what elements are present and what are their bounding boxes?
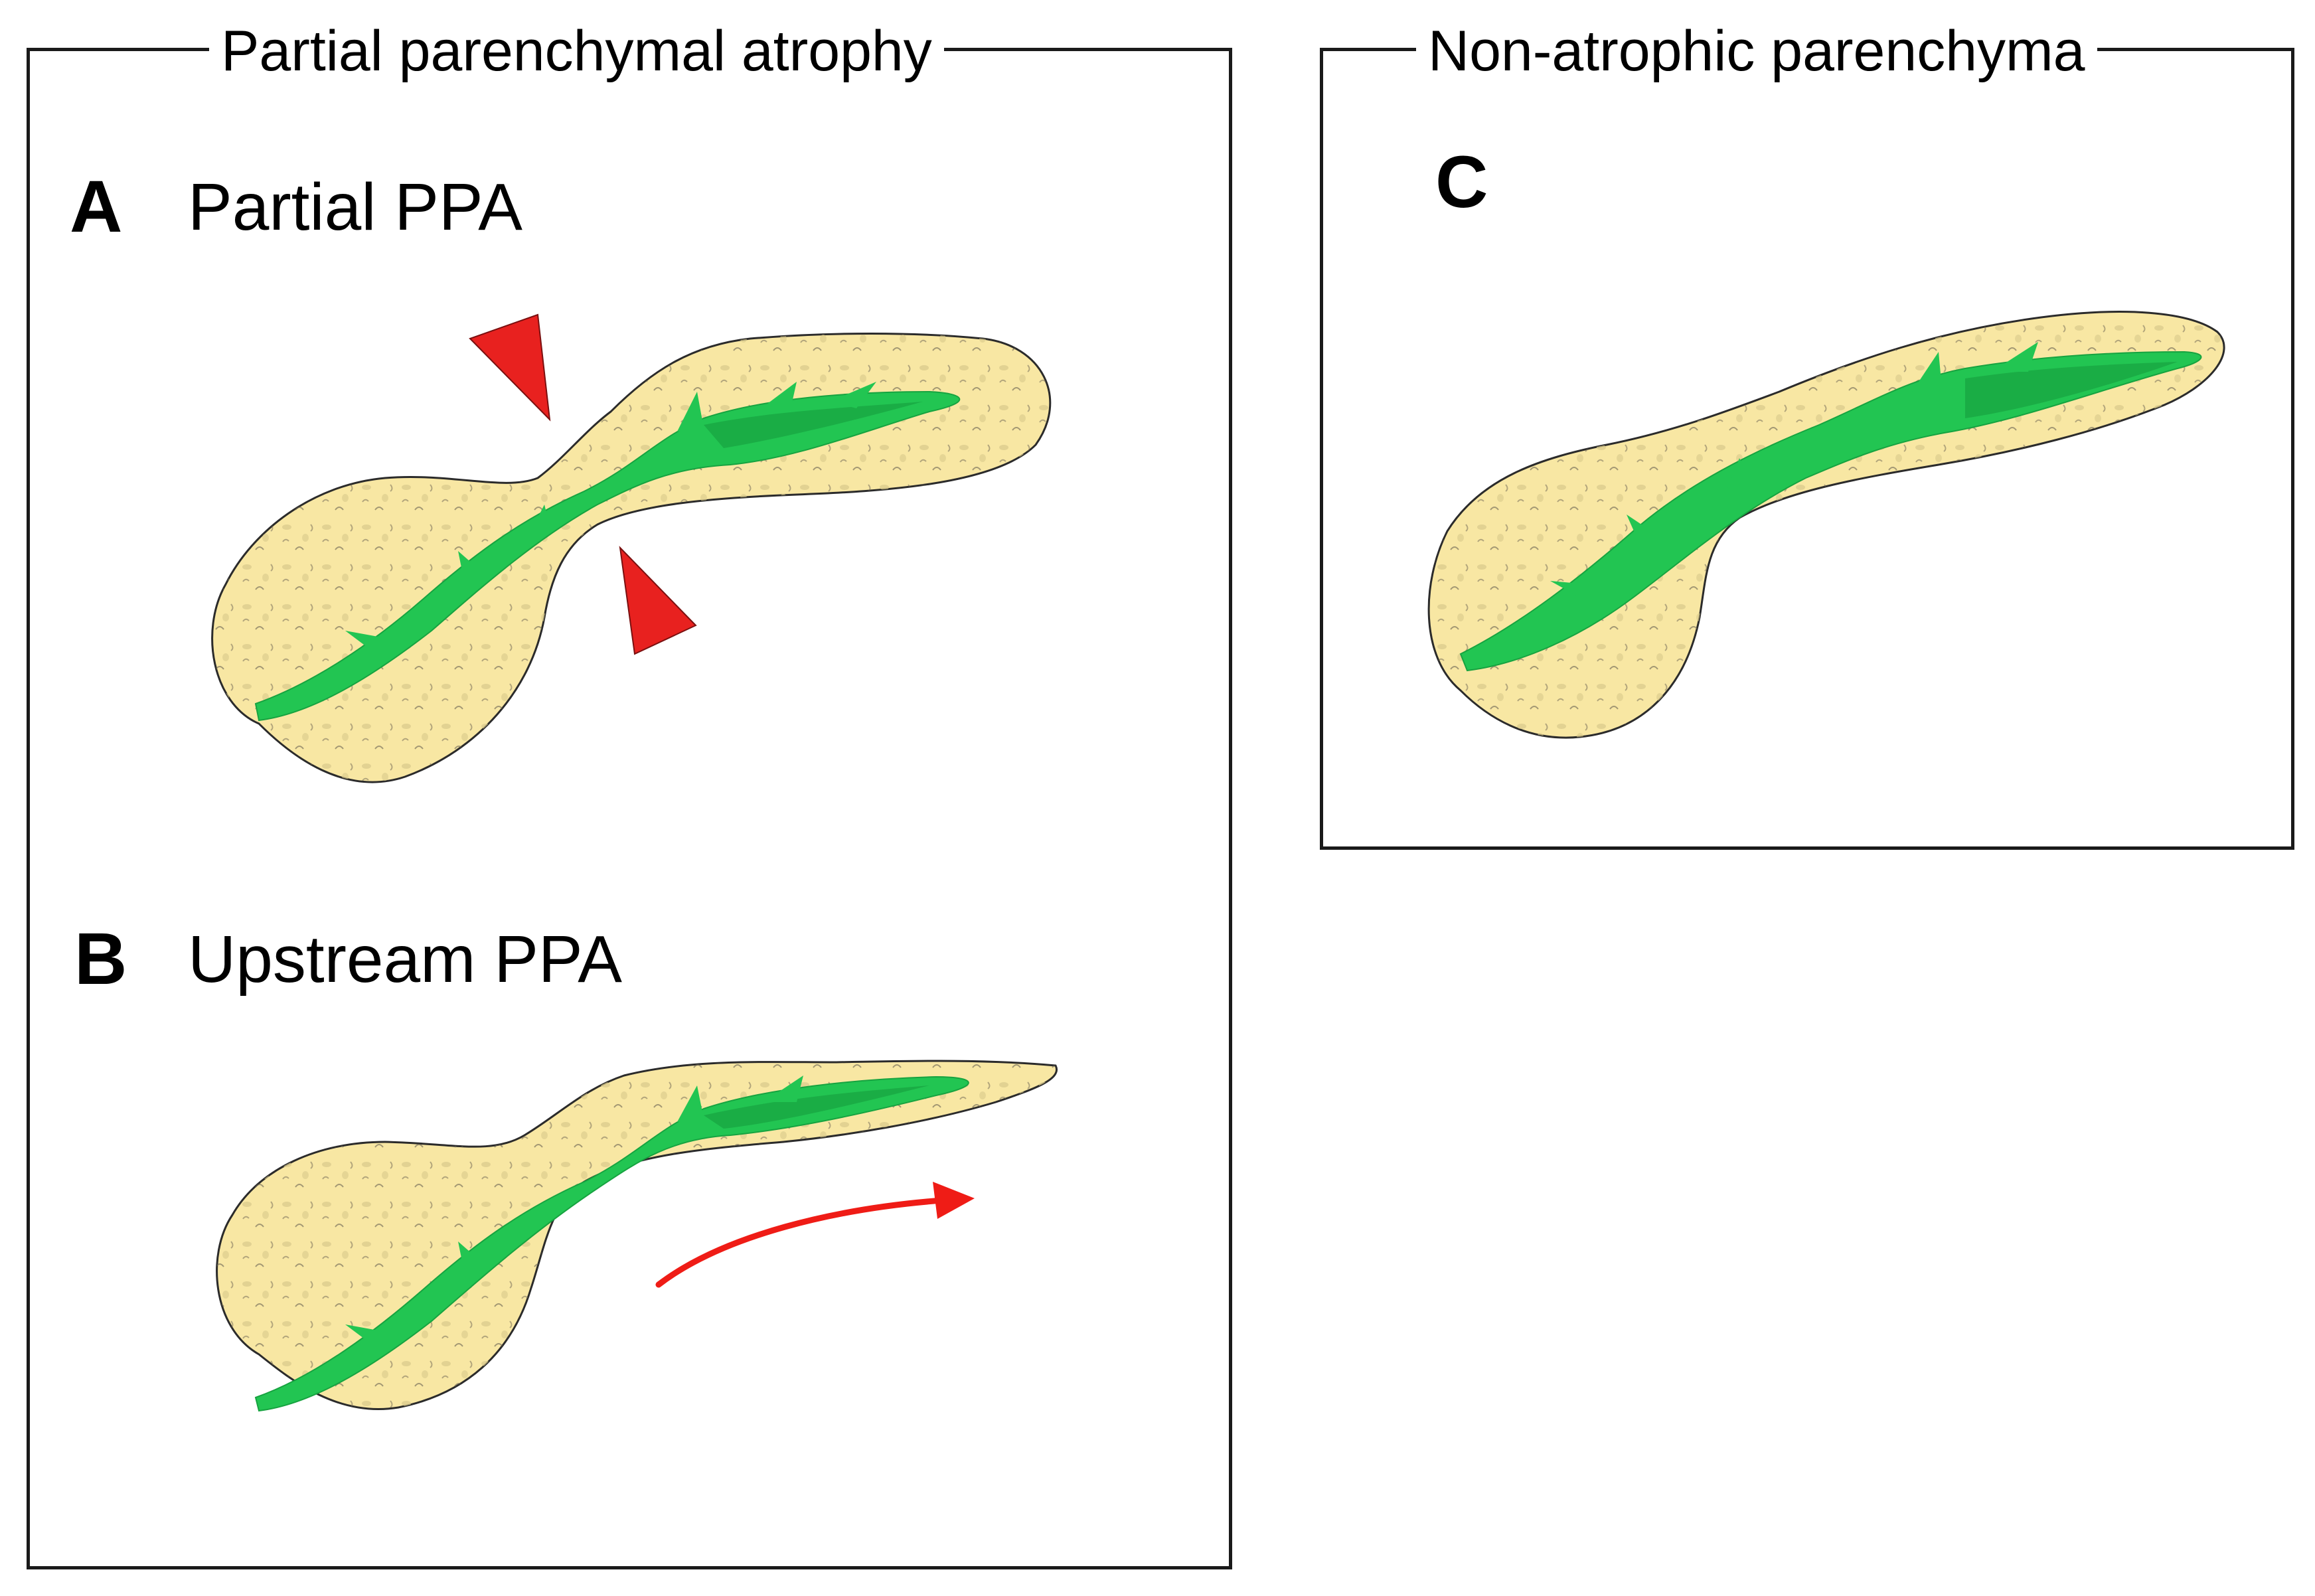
panel-b-pancreas — [216, 1060, 1058, 1412]
non-atrophic-group-title: Non-atrophic parenchyma — [1416, 18, 2097, 84]
panel-a-pancreas — [211, 333, 1052, 783]
non-atrophic-group-box: Non-atrophic parenchyma — [1320, 18, 2294, 850]
panel-b-duct — [254, 1076, 969, 1412]
partial-atrophy-group-title: Partial parenchymal atrophy — [209, 18, 944, 84]
panel-c-pancreas — [1427, 311, 2225, 739]
panel-a-label: Partial PPA — [188, 170, 522, 244]
panel-a-upper-arrowhead-marker — [469, 313, 551, 422]
panel-c-duct — [1459, 351, 2202, 672]
panel-b-letter: B — [74, 918, 127, 1000]
panel-a-duct — [254, 390, 961, 722]
partial-atrophy-group-box: Partial parenchymal atrophy — [27, 18, 1232, 1569]
panel-b-direction-arrow — [655, 1182, 975, 1288]
panel-a-letter: A — [70, 166, 123, 248]
panel-b-label: Upstream PPA — [188, 922, 622, 997]
panel-c-letter: C — [1435, 141, 1488, 223]
panel-a-lower-arrowhead-marker — [619, 546, 697, 655]
